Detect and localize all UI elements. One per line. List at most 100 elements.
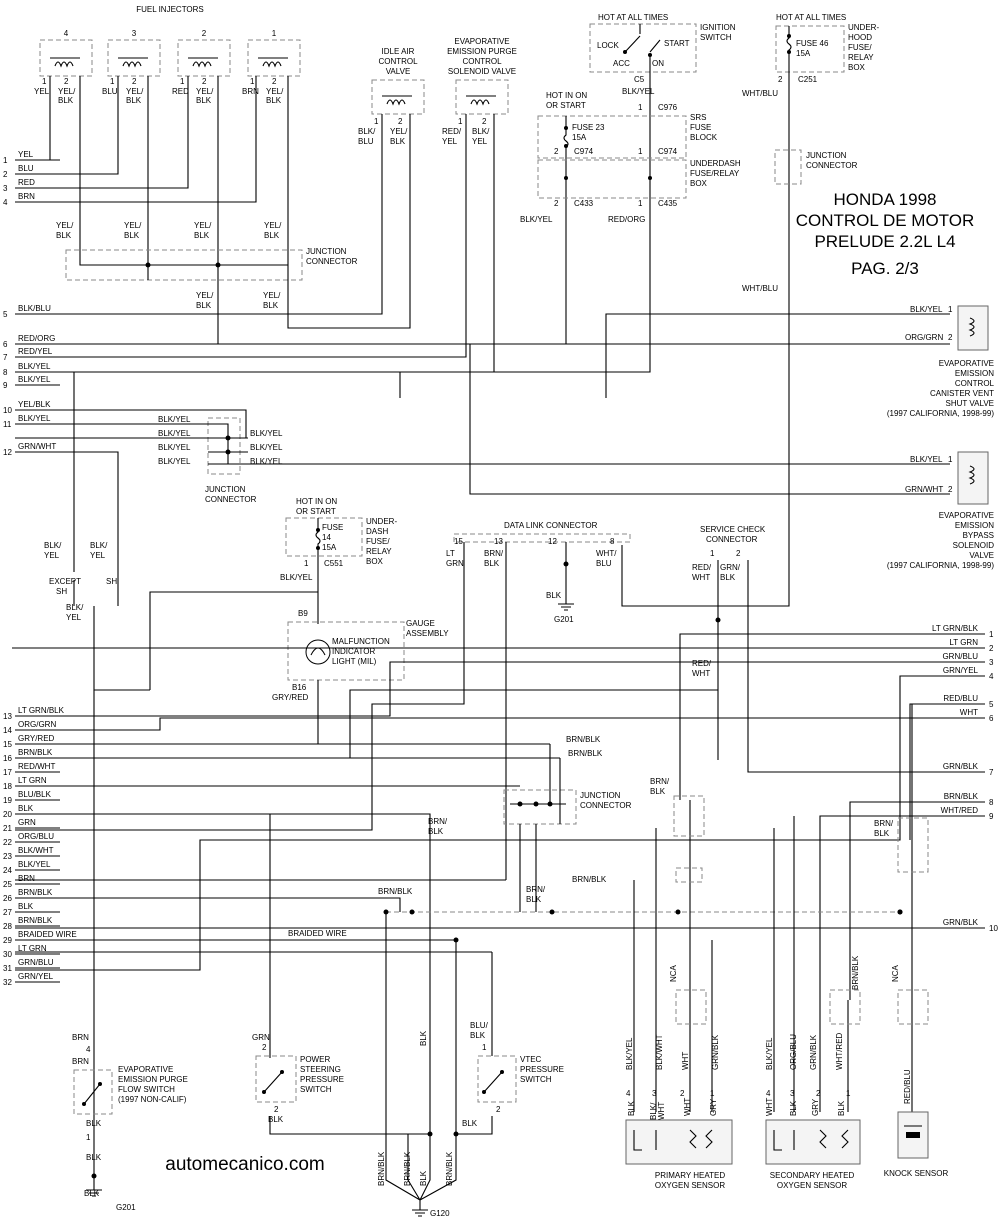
title-line-1: HONDA 1998 bbox=[834, 190, 937, 209]
svg-text:2: 2 bbox=[816, 1089, 821, 1098]
svg-text:BOX: BOX bbox=[690, 179, 708, 188]
svg-text:BLU: BLU bbox=[102, 87, 118, 96]
svg-text:15A: 15A bbox=[322, 543, 337, 552]
underdash-fuse-relay-box-1: UNDERDASH FUSE/RELAY BOX 2 C433 1 C435 B… bbox=[520, 159, 741, 224]
right-pin-wire-color: WHT/RED bbox=[941, 806, 979, 815]
junction-connector-injectors: JUNCTION CONNECTOR bbox=[65, 247, 358, 285]
svg-text:YEL: YEL bbox=[44, 551, 60, 560]
left-pin-wire-color: BLK bbox=[18, 902, 34, 911]
svg-text:BRN/BLK: BRN/BLK bbox=[378, 887, 413, 896]
evap-purge-solenoid: EVAPORATIVE EMISSION PURGE CONTROL SOLEN… bbox=[442, 37, 517, 146]
svg-text:EXCEPT: EXCEPT bbox=[49, 577, 81, 586]
svg-text:BLK/: BLK/ bbox=[472, 127, 490, 136]
svg-text:BRN/BLK: BRN/BLK bbox=[403, 1151, 412, 1186]
svg-text:BRN/BLK: BRN/BLK bbox=[566, 735, 601, 744]
left-pin-number: 26 bbox=[3, 894, 12, 903]
svg-text:SHUT VALVE: SHUT VALVE bbox=[946, 399, 994, 408]
svg-text:BYPASS: BYPASS bbox=[963, 531, 994, 540]
svg-text:13: 13 bbox=[494, 537, 503, 546]
svg-text:BLK/: BLK/ bbox=[649, 1102, 658, 1120]
svg-text:C435: C435 bbox=[658, 199, 678, 208]
svg-text:1: 1 bbox=[458, 117, 463, 126]
right-pin-wire-color: GRN/BLK bbox=[943, 762, 979, 771]
svg-text:SWITCH: SWITCH bbox=[300, 1085, 332, 1094]
left-pin-number: 32 bbox=[3, 978, 12, 987]
knock-sensor: NCA RED/BLU KNOCK SENSOR bbox=[884, 704, 948, 1178]
left-pin-wire-color: GRN bbox=[18, 818, 36, 827]
svg-text:(1997 NON-CALIF): (1997 NON-CALIF) bbox=[118, 1095, 187, 1104]
right-pin-wire-color: GRN/BLK bbox=[943, 918, 979, 927]
svg-text:FUSE/RELAY: FUSE/RELAY bbox=[690, 169, 740, 178]
svg-text:PRIMARY HEATED: PRIMARY HEATED bbox=[655, 1171, 725, 1180]
svg-text:BLK/: BLK/ bbox=[90, 541, 108, 550]
svg-text:G201: G201 bbox=[554, 615, 574, 624]
left-pin-wire-color: BLK/YEL bbox=[18, 860, 51, 869]
fuel-injector-3: 3 bbox=[107, 29, 161, 77]
svg-text:BLK: BLK bbox=[86, 1119, 102, 1128]
left-pin-wire-color: LT GRN bbox=[18, 944, 47, 953]
svg-text:GAUGE: GAUGE bbox=[406, 619, 435, 628]
svg-text:BRN/BLK: BRN/BLK bbox=[377, 1151, 386, 1186]
svg-text:2: 2 bbox=[132, 77, 137, 86]
svg-text:2: 2 bbox=[272, 77, 277, 86]
svg-text:BLK: BLK bbox=[126, 96, 142, 105]
svg-text:4: 4 bbox=[766, 1089, 771, 1098]
svg-text:C551: C551 bbox=[324, 559, 344, 568]
svg-text:BRN/BLK: BRN/BLK bbox=[572, 875, 607, 884]
mil-bulb-icon bbox=[305, 639, 331, 665]
svg-text:BLU: BLU bbox=[596, 559, 612, 568]
left-pin-number: 16 bbox=[3, 754, 12, 763]
left-pin-number: 1 bbox=[3, 156, 8, 165]
left-pin-number: 18 bbox=[3, 782, 12, 791]
svg-text:POWER: POWER bbox=[300, 1055, 330, 1064]
svg-text:LT: LT bbox=[446, 549, 455, 558]
svg-text:PRESSURE: PRESSURE bbox=[520, 1065, 564, 1074]
svg-text:GRN/BLK: GRN/BLK bbox=[809, 1034, 818, 1070]
right-pin-number: 1 bbox=[989, 630, 994, 639]
left-pin-number: 17 bbox=[3, 768, 12, 777]
left-pin-wire-color: BLU bbox=[18, 164, 34, 173]
svg-text:CONNECTOR: CONNECTOR bbox=[806, 161, 858, 170]
svg-text:BRN: BRN bbox=[242, 87, 259, 96]
svg-text:YEL/: YEL/ bbox=[264, 221, 282, 230]
svg-text:GRN: GRN bbox=[446, 559, 464, 568]
right-pin-wire-color: WHT bbox=[960, 708, 978, 717]
svg-text:B9: B9 bbox=[298, 609, 308, 618]
svg-text:CONNECTOR: CONNECTOR bbox=[706, 535, 758, 544]
svg-text:INDICATOR: INDICATOR bbox=[332, 647, 375, 656]
left-pin-wire-color: BLK bbox=[18, 804, 34, 813]
svg-text:BLK: BLK bbox=[526, 895, 542, 904]
svg-text:VALVE: VALVE bbox=[969, 551, 994, 560]
svg-text:2: 2 bbox=[554, 147, 559, 156]
left-pin-wire-color: BRAIDED WIRE bbox=[18, 930, 77, 939]
left-pin-number: 2 bbox=[3, 170, 8, 179]
svg-text:BLK/YEL: BLK/YEL bbox=[765, 1037, 774, 1070]
left-pin-wire-color: GRN/WHT bbox=[18, 442, 56, 451]
svg-text:1: 1 bbox=[948, 305, 953, 314]
svg-text:ORG/BLU: ORG/BLU bbox=[789, 1034, 798, 1070]
svg-text:FUSE 23: FUSE 23 bbox=[572, 123, 605, 132]
svg-text:BLK: BLK bbox=[263, 301, 279, 310]
right-pin-wire-color: RED/BLU bbox=[943, 694, 978, 703]
svg-text:BLK/: BLK/ bbox=[66, 603, 84, 612]
left-pin-wire-color: BRN bbox=[18, 192, 35, 201]
svg-text:C5: C5 bbox=[634, 75, 645, 84]
svg-text:IGNITION: IGNITION bbox=[700, 23, 736, 32]
svg-text:CANISTER VENT: CANISTER VENT bbox=[930, 389, 994, 398]
svg-text:BLU/: BLU/ bbox=[470, 1021, 489, 1030]
svg-text:BLK/WHT: BLK/WHT bbox=[655, 1034, 664, 1070]
left-pin-number: 4 bbox=[3, 198, 8, 207]
svg-text:1: 1 bbox=[304, 559, 309, 568]
svg-text:GRY: GRY bbox=[709, 1098, 718, 1116]
svg-text:CONNECTOR: CONNECTOR bbox=[580, 801, 632, 810]
svg-text:BLK: BLK bbox=[419, 1030, 428, 1046]
svg-text:BOX: BOX bbox=[366, 557, 384, 566]
svg-text:1: 1 bbox=[710, 549, 715, 558]
svg-text:YEL: YEL bbox=[472, 137, 488, 146]
left-pin-wire-color: BRN/BLK bbox=[18, 888, 53, 897]
left-pin-number: 12 bbox=[3, 448, 12, 457]
svg-text:2: 2 bbox=[274, 1105, 279, 1114]
svg-text:OR START: OR START bbox=[546, 101, 586, 110]
svg-text:EMISSION: EMISSION bbox=[955, 369, 994, 378]
left-pin-number: 10 bbox=[3, 406, 12, 415]
